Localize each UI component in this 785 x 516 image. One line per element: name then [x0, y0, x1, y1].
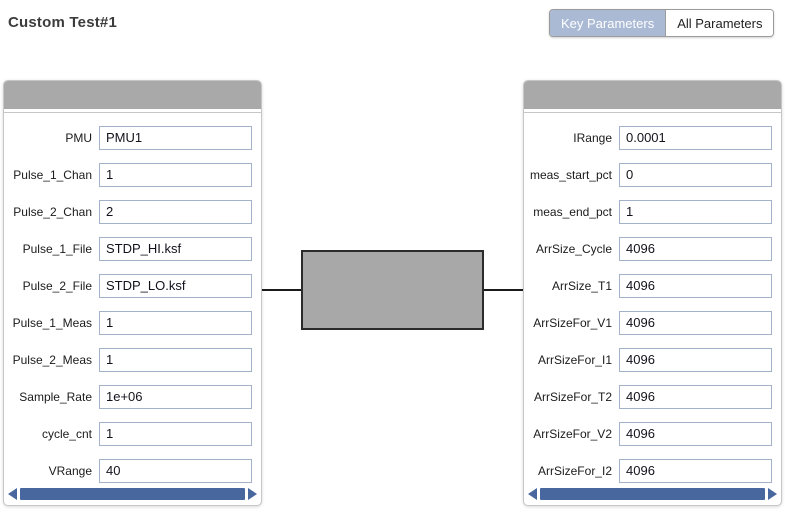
parameter-row: VRange: [4, 452, 261, 489]
parameter-row: Pulse_2_File: [4, 267, 261, 304]
device-left-wire: [262, 289, 302, 291]
parameter-input[interactable]: [619, 310, 772, 335]
parameter-row: IRange: [524, 119, 781, 156]
left-panel-divider: [4, 109, 261, 113]
page-title: Custom Test#1: [8, 14, 118, 31]
parameter-row: ArrSizeFor_V2: [524, 415, 781, 452]
device-block[interactable]: [301, 250, 484, 330]
parameter-input[interactable]: [619, 199, 772, 224]
parameter-row: Pulse_1_File: [4, 230, 261, 267]
parameter-row: cycle_cnt: [4, 415, 261, 452]
parameter-label: Pulse_2_Chan: [13, 204, 92, 219]
scroll-right-arrow-icon[interactable]: [768, 487, 777, 500]
parameter-label: PMU: [65, 130, 92, 145]
parameter-input[interactable]: [99, 273, 252, 298]
parameter-input[interactable]: [99, 199, 252, 224]
parameter-row: PMU: [4, 119, 261, 156]
parameter-input[interactable]: [99, 384, 252, 409]
parameter-label: Pulse_2_File: [22, 278, 92, 293]
right-panel-rows: IRange meas_start_pct meas_end_pctArrSize_…: [524, 113, 781, 489]
parameter-label: ArrSizeFor_V1: [533, 315, 612, 330]
parameter-row: ArrSize_Cycle: [524, 230, 781, 267]
parameter-label: Pulse_1_Meas: [12, 315, 92, 330]
parameter-input[interactable]: [99, 421, 252, 446]
parameter-input[interactable]: [99, 162, 252, 187]
left-parameters-panel: PMU Pulse_1_ChanPulse_2_ChanPulse_1_FileP…: [3, 80, 262, 506]
parameter-label: Pulse_1_File: [22, 241, 92, 256]
parameter-row: ArrSize_T1: [524, 267, 781, 304]
parameters-view-toggle: Key Parameters All Parameters: [549, 9, 775, 37]
parameter-row: Pulse_1_Chan: [4, 156, 261, 193]
right-panel-header: [524, 81, 781, 109]
parameter-label: ArrSize_T1: [551, 278, 612, 293]
parameter-row: ArrSizeFor_I2: [524, 452, 781, 489]
parameter-label: cycle_cnt: [41, 426, 92, 441]
right-parameters-panel: IRange meas_start_pct meas_end_pctArrSize_…: [523, 80, 782, 506]
scrollbar-track[interactable]: [20, 487, 245, 500]
parameter-label: Sample_Rate: [19, 389, 92, 404]
parameter-row: ArrSizeFor_I1: [524, 341, 781, 378]
parameter-label: Pulse_1_Chan: [13, 167, 92, 182]
scrollbar-thumb[interactable]: [540, 487, 765, 500]
device-right-wire: [484, 289, 524, 291]
parameter-row: Pulse_1_Meas: [4, 304, 261, 341]
parameter-label: ArrSizeFor_I2: [537, 463, 612, 478]
parameter-label: ArrSize_Cycle: [535, 241, 612, 256]
left-panel-rows: PMU Pulse_1_ChanPulse_2_ChanPulse_1_FileP…: [4, 113, 261, 489]
scroll-left-arrow-icon[interactable]: [528, 487, 537, 500]
parameter-row: Sample_Rate: [4, 378, 261, 415]
toggle-all-parameters[interactable]: All Parameters: [666, 10, 774, 36]
parameter-label: ArrSizeFor_T2: [533, 389, 612, 404]
parameter-input[interactable]: [619, 384, 772, 409]
parameter-input[interactable]: [619, 421, 772, 446]
parameter-input[interactable]: [619, 458, 772, 483]
parameter-input[interactable]: [99, 310, 252, 335]
parameter-row: Pulse_2_Chan: [4, 193, 261, 230]
parameter-row: ArrSizeFor_T2: [524, 378, 781, 415]
parameter-label: meas_end_pct: [533, 204, 612, 219]
right-panel-horizontal-scrollbar: [528, 487, 777, 500]
parameter-row: Pulse_2_Meas: [4, 341, 261, 378]
left-panel-horizontal-scrollbar: [8, 487, 257, 500]
parameter-input[interactable]: [99, 458, 252, 483]
parameter-input[interactable]: [99, 236, 252, 261]
right-panel-divider: [524, 109, 781, 113]
parameter-input[interactable]: [619, 125, 772, 150]
parameter-input[interactable]: [619, 236, 772, 261]
parameter-row: meas_end_pct: [524, 193, 781, 230]
scroll-right-arrow-icon[interactable]: [248, 487, 257, 500]
parameter-label: meas_start_pct: [529, 167, 612, 182]
parameter-label: IRange: [573, 130, 612, 145]
parameter-input[interactable]: [99, 347, 252, 372]
parameter-input[interactable]: [619, 273, 772, 298]
parameter-input[interactable]: [619, 347, 772, 372]
parameter-input[interactable]: [619, 162, 772, 187]
parameter-label: VRange: [48, 463, 92, 478]
left-panel-header: [4, 81, 261, 109]
parameter-label: ArrSizeFor_V2: [533, 426, 612, 441]
parameter-label: Pulse_2_Meas: [12, 352, 92, 367]
parameter-label: ArrSizeFor_I1: [537, 352, 612, 367]
parameter-row: meas_start_pct: [524, 156, 781, 193]
scrollbar-thumb[interactable]: [20, 487, 245, 500]
parameter-row: ArrSizeFor_V1: [524, 304, 781, 341]
scrollbar-track[interactable]: [540, 487, 765, 500]
scroll-left-arrow-icon[interactable]: [8, 487, 17, 500]
parameter-input[interactable]: [99, 125, 252, 150]
toggle-key-parameters[interactable]: Key Parameters: [550, 10, 667, 36]
